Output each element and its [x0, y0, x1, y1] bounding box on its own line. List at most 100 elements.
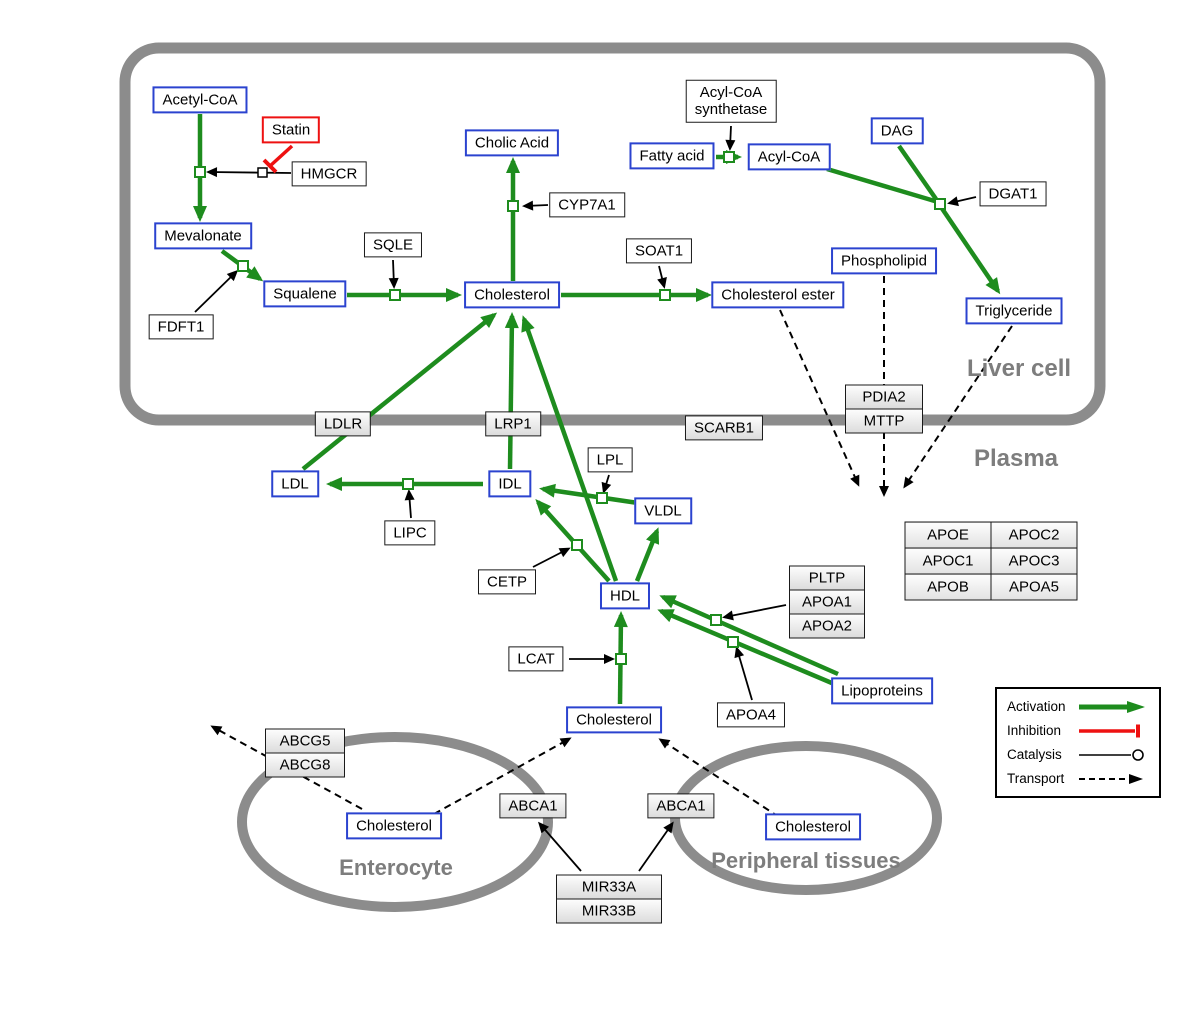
connector-cetp — [532, 547, 571, 568]
node-sqle[interactable]: SQLE — [363, 232, 423, 258]
node-cholesterol-ester[interactable]: Cholesterol ester — [711, 281, 845, 309]
edge-enterocyte-cholesterol-efflux — [433, 737, 572, 815]
catalysis-node — [257, 167, 268, 178]
node-cholic-acid[interactable]: Cholic Acid — [464, 129, 560, 157]
node-cholesterol-peripheral[interactable]: Cholesterol — [765, 813, 861, 841]
node-apob[interactable]: APOB — [904, 573, 992, 601]
node-mttp[interactable]: MTTP — [845, 409, 923, 434]
node-ldlr[interactable]: LDLR — [314, 411, 372, 437]
connector-soat1 — [657, 265, 667, 289]
node-mir33b[interactable]: MIR33B — [556, 899, 662, 924]
node-mir33a[interactable]: MIR33A — [556, 874, 662, 900]
node-apoc1[interactable]: APOC1 — [904, 547, 992, 575]
node-vldl[interactable]: VLDL — [634, 497, 692, 525]
apolipoprotein-table: APOE APOC2 APOC1 APOC3 APOB APOA5 — [904, 521, 1078, 601]
edge-vldl-idl — [539, 483, 639, 506]
node-pltp[interactable]: PLTP — [789, 565, 865, 591]
node-acyl-coa[interactable]: Acyl-CoA — [747, 143, 831, 171]
reaction-node — [710, 614, 722, 626]
connector-cyp7a1 — [522, 200, 549, 211]
connector-lpl — [601, 474, 612, 494]
legend-transport-label: Transport — [1007, 771, 1065, 786]
connector-pltp-stack — [722, 604, 787, 621]
node-soat1[interactable]: SOAT1 — [625, 238, 693, 264]
node-apoa1[interactable]: APOA1 — [789, 590, 865, 615]
node-cholesterol-liver[interactable]: Cholesterol — [464, 281, 560, 309]
node-cholesterol-plasma[interactable]: Cholesterol — [566, 706, 662, 734]
connector-dgat1 — [947, 196, 977, 207]
node-mevalonate[interactable]: Mevalonate — [154, 222, 252, 250]
edge-idl-uptake — [504, 312, 519, 470]
node-apoc3[interactable]: APOC3 — [990, 547, 1078, 575]
node-triglyceride[interactable]: Triglyceride — [965, 297, 1063, 325]
node-acetyl-coa[interactable]: Acetyl-CoA — [152, 86, 248, 114]
legend-transport-row: Transport — [1007, 770, 1149, 787]
connector-acyl-coa-synthetase — [725, 125, 736, 151]
catalysis-circle-icon — [1079, 748, 1144, 761]
node-pdia2[interactable]: PDIA2 — [845, 384, 923, 410]
legend-activation-label: Activation — [1007, 699, 1066, 714]
edge-triglyceride-secretion — [903, 325, 1013, 489]
legend-inhibition-row: Inhibition — [1007, 722, 1149, 739]
node-ldl[interactable]: LDL — [271, 470, 319, 498]
activation-edges — [193, 114, 1001, 705]
node-dgat1[interactable]: DGAT1 — [979, 181, 1047, 207]
node-cyp7a1[interactable]: CYP7A1 — [549, 192, 625, 218]
edge-dgat1-triglyceride — [939, 205, 1001, 295]
reaction-node — [723, 151, 735, 163]
reaction-node — [596, 492, 608, 504]
reaction-node — [237, 260, 249, 272]
node-lpl[interactable]: LPL — [587, 447, 633, 473]
acyl-coa-synthetase-line1: Acyl-CoA — [699, 83, 763, 101]
connector-apoa4 — [734, 646, 753, 701]
node-hmgcr[interactable]: HMGCR — [291, 161, 367, 187]
node-cetp[interactable]: CETP — [477, 569, 537, 595]
reaction-node — [615, 653, 627, 665]
abcg-stack: ABCG5 ABCG8 — [265, 728, 345, 778]
node-abca1-enterocyte[interactable]: ABCA1 — [499, 793, 567, 819]
node-lipoproteins[interactable]: Lipoproteins — [831, 677, 933, 705]
reaction-node — [934, 198, 946, 210]
node-abcg8[interactable]: ABCG8 — [265, 753, 345, 778]
node-lipc[interactable]: LIPC — [384, 520, 436, 546]
node-apoa4[interactable]: APOA4 — [716, 702, 786, 728]
node-phospholipid[interactable]: Phospholipid — [831, 247, 937, 275]
pltp-apoa-stack: PLTP APOA1 APOA2 — [789, 565, 865, 639]
node-fdft1[interactable]: FDFT1 — [148, 314, 214, 340]
node-fatty-acid[interactable]: Fatty acid — [629, 142, 715, 170]
node-abca1-peripheral[interactable]: ABCA1 — [647, 793, 715, 819]
node-lcat[interactable]: LCAT — [508, 646, 564, 672]
connector-hmgcr — [206, 167, 292, 178]
peripheral-tissues-label: Peripheral tissues — [711, 848, 901, 873]
node-acyl-coa-synthetase[interactable]: Acyl-CoA synthetase — [685, 79, 777, 123]
node-apoe[interactable]: APOE — [904, 521, 992, 549]
legend-inhibition-label: Inhibition — [1007, 723, 1062, 738]
node-dag[interactable]: DAG — [870, 117, 924, 145]
legend: Activation Inhibition Catalysis Transpor… — [995, 687, 1161, 798]
edge-statin-inhibition — [268, 144, 294, 168]
edge-dag-dgat1 — [897, 144, 938, 201]
plasma-label: Plasma — [973, 445, 1059, 472]
node-hdl[interactable]: HDL — [599, 582, 651, 610]
node-apoa5[interactable]: APOA5 — [990, 573, 1078, 601]
node-apoc2[interactable]: APOC2 — [990, 521, 1078, 549]
reaction-node — [402, 478, 414, 490]
node-abcg5[interactable]: ABCG5 — [265, 728, 345, 754]
inhibition-tbar-icon — [1079, 724, 1140, 737]
activation-arrow-icon — [1079, 700, 1145, 713]
mir33-stack: MIR33A MIR33B — [556, 874, 662, 924]
acyl-coa-synthetase-line2: synthetase — [694, 101, 768, 118]
node-lrp1[interactable]: LRP1 — [485, 411, 541, 437]
node-apoa2[interactable]: APOA2 — [789, 614, 865, 639]
node-statin[interactable]: Statin — [261, 116, 321, 144]
reaction-node — [727, 636, 739, 648]
node-idl[interactable]: IDL — [488, 470, 532, 498]
liver-cell-membrane — [119, 42, 1106, 426]
reaction-node — [194, 166, 206, 178]
liver-cell-label: Liver cell — [966, 355, 1072, 382]
node-scarb1[interactable]: SCARB1 — [684, 415, 764, 441]
node-squalene[interactable]: Squalene — [263, 280, 347, 308]
inhibition-tbar — [262, 158, 278, 174]
node-cholesterol-enterocyte[interactable]: Cholesterol — [346, 812, 442, 840]
